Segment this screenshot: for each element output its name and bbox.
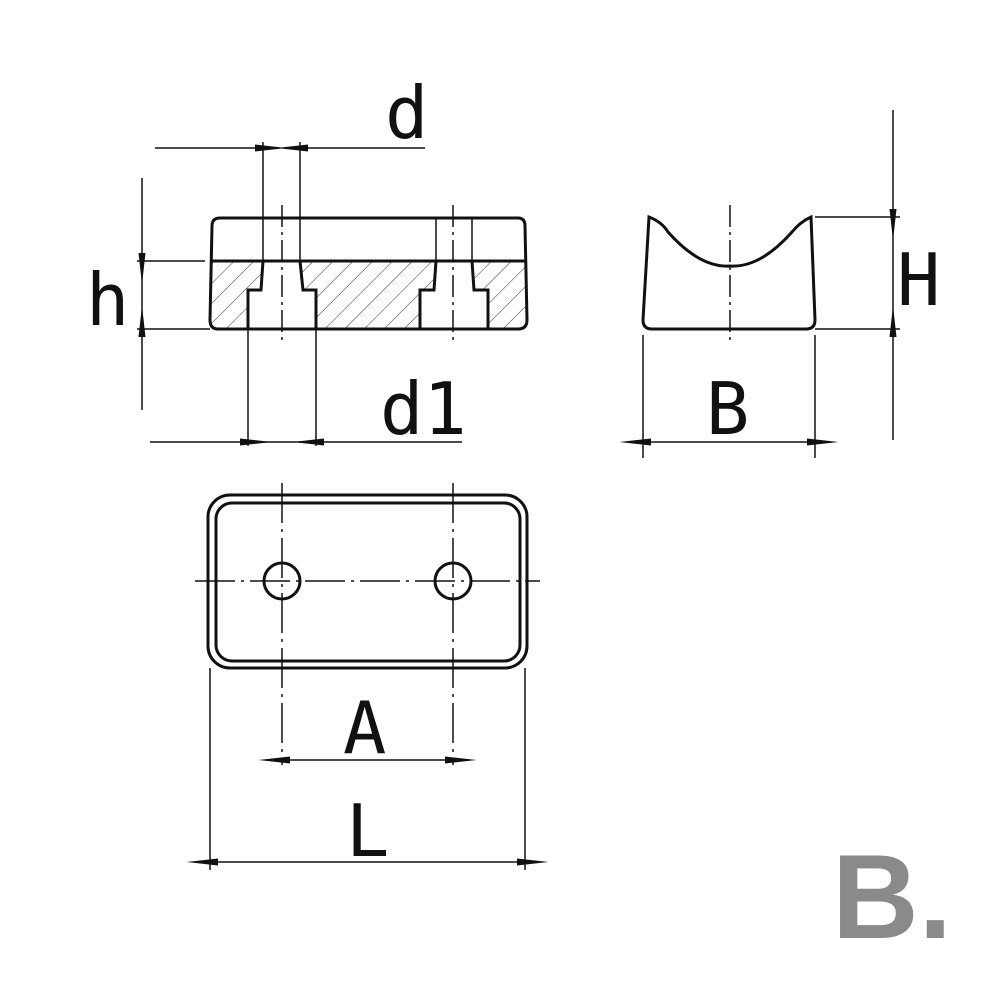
dimension-h: [137, 178, 210, 410]
dimension-B: [619, 335, 839, 458]
label-L: L: [346, 789, 389, 873]
label-d1: d1: [380, 367, 467, 451]
dimension-L: [186, 668, 549, 870]
side-view: [641, 205, 817, 342]
label-A: A: [343, 686, 386, 770]
top-view: [195, 483, 540, 765]
dimension-H: [815, 110, 900, 440]
label-B: B: [706, 367, 749, 451]
label-H: H: [897, 238, 940, 322]
label-d: d: [385, 71, 428, 155]
dimension-d: [155, 142, 425, 218]
dimension-d1: [150, 329, 462, 446]
brand-logo: B.: [832, 830, 952, 964]
front-section-view: [208, 205, 529, 342]
label-h: h: [86, 258, 129, 342]
